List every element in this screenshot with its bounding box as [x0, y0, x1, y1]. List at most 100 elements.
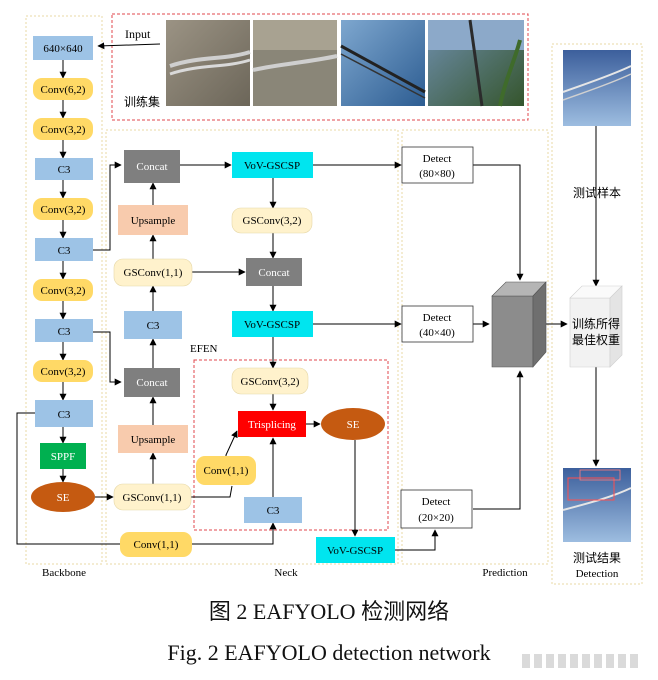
input-label: Input	[125, 27, 151, 41]
best-weights-box	[569, 285, 623, 368]
svg-text:(40×40): (40×40)	[419, 327, 455, 339]
efen-gsconv-3-2: GSConv(3,2)	[231, 367, 309, 395]
neck-conv-1-1-bottom: Conv(1,1)	[120, 532, 192, 557]
caption-english: Fig. 2 EAFYOLO detection network	[167, 640, 491, 665]
svg-text:(20×20): (20×20)	[418, 512, 454, 524]
svg-text:Conv(1,1): Conv(1,1)	[134, 539, 179, 551]
neck-upsample-bottom: Upsample	[118, 425, 188, 453]
svg-text:C3: C3	[58, 164, 71, 176]
neck-gsconv-1-1-bottom: GSConv(1,1)	[113, 483, 192, 511]
svg-text:Trisplicing: Trisplicing	[248, 419, 296, 431]
svg-text:GSConv(3,2): GSConv(3,2)	[241, 376, 300, 388]
svg-text:VoV-GSCSP: VoV-GSCSP	[327, 545, 383, 557]
caption-chinese: 图 2 EAFYOLO 检测网络	[208, 599, 450, 624]
svg-text:VoV-GSCSP: VoV-GSCSP	[244, 319, 300, 331]
test-result-label: 测试结果	[573, 550, 621, 565]
neck-title: Neck	[274, 567, 298, 579]
input-image-1	[166, 20, 251, 106]
detection-title: Detection	[576, 568, 619, 580]
network-diagram: Input 训练集	[16, 13, 643, 585]
svg-text:Conv(3,2): Conv(3,2)	[41, 124, 86, 136]
prediction-cube	[491, 281, 547, 368]
backbone-sppf: SPPF	[40, 443, 86, 469]
svg-text:C3: C3	[58, 245, 71, 257]
efen-trisplicing: Trisplicing	[238, 411, 306, 437]
backbone-title: Backbone	[42, 567, 86, 579]
svg-text:Detect: Detect	[422, 496, 451, 508]
watermark	[522, 654, 642, 668]
svg-text:Conv(3,2): Conv(3,2)	[41, 285, 86, 297]
backbone-c3-c: C3	[35, 319, 93, 342]
svg-text:SPPF: SPPF	[51, 451, 75, 463]
svg-text:C3: C3	[267, 505, 280, 517]
svg-text:GSConv(1,1): GSConv(1,1)	[123, 492, 182, 504]
input-image-2	[252, 20, 338, 106]
neck-vov-gscsp-bottom: VoV-GSCSP	[316, 537, 395, 563]
detect-80: Detect (80×80)	[401, 146, 474, 184]
svg-text:640×640: 640×640	[43, 43, 83, 55]
efen-label: EFEN	[190, 343, 218, 355]
svg-text:Conv(1,1): Conv(1,1)	[204, 465, 249, 477]
neck-concat-middle: Concat	[246, 258, 302, 286]
svg-text:GSConv(3,2): GSConv(3,2)	[243, 215, 302, 227]
svg-text:C3: C3	[58, 326, 71, 338]
svg-text:Conv(6,2): Conv(6,2)	[41, 84, 86, 96]
neck-c3-left: C3	[124, 311, 182, 339]
input-arrow	[97, 42, 161, 50]
backbone-se: SE	[31, 482, 95, 512]
svg-text:Conv(3,2): Conv(3,2)	[41, 204, 86, 216]
neck-concat-top: Concat	[124, 150, 180, 183]
input-size-box: 640×640	[33, 36, 93, 60]
svg-text:Concat: Concat	[136, 377, 167, 389]
svg-text:Conv(3,2): Conv(3,2)	[41, 366, 86, 378]
efen-c3: C3	[244, 497, 302, 523]
backbone-conv-3-2-a: Conv(3,2)	[33, 118, 93, 140]
test-sample-image	[562, 50, 632, 126]
efen-frame	[193, 359, 389, 531]
svg-text:Detect: Detect	[423, 312, 452, 324]
detect-20: Detect (20×20)	[400, 489, 473, 529]
neck-gsconv-3-2-top: GSConv(3,2)	[231, 207, 313, 234]
detect-40: Detect (40×40)	[401, 305, 474, 343]
efen-conv-1-1: Conv(1,1)	[196, 456, 256, 485]
prediction-title: Prediction	[482, 567, 528, 579]
neck-gsconv-1-1-top: GSConv(1,1)	[113, 258, 193, 287]
test-result-image	[562, 468, 632, 542]
svg-text:(80×80): (80×80)	[419, 168, 455, 180]
test-sample-label: 测试样本	[573, 185, 621, 200]
backbone-conv-6-2: Conv(6,2)	[33, 78, 93, 100]
connectors	[16, 60, 600, 551]
training-set-label: 训练集	[124, 94, 160, 109]
input-frame	[111, 13, 529, 121]
svg-text:C3: C3	[147, 320, 160, 332]
best-weights-line-2: 最佳权重	[572, 333, 620, 347]
svg-text:Upsample: Upsample	[131, 215, 176, 227]
neck-upsample-top: Upsample	[118, 205, 188, 235]
input-image-4	[428, 19, 524, 107]
backbone-panel	[25, 15, 103, 565]
backbone-c3-b: C3	[35, 238, 93, 261]
neck-concat-bottom: Concat	[124, 368, 180, 397]
backbone-conv-3-2-d: Conv(3,2)	[33, 360, 93, 382]
detection-panel	[551, 43, 643, 585]
svg-text:VoV-GSCSP: VoV-GSCSP	[244, 160, 300, 172]
backbone-conv-3-2-c: Conv(3,2)	[33, 279, 93, 301]
svg-text:SE: SE	[57, 492, 70, 504]
svg-text:Concat: Concat	[136, 161, 167, 173]
backbone-c3-d: C3	[35, 400, 93, 427]
backbone-conv-3-2-b: Conv(3,2)	[33, 198, 93, 220]
backbone-c3-a: C3	[35, 158, 93, 180]
neck-panel	[105, 129, 399, 565]
best-weights-line-1: 训练所得	[572, 316, 620, 331]
svg-text:Detect: Detect	[423, 153, 452, 165]
svg-text:Concat: Concat	[258, 267, 289, 279]
neck-vov-gscsp-top: VoV-GSCSP	[232, 152, 313, 178]
input-image-3	[340, 20, 426, 106]
svg-text:Upsample: Upsample	[131, 434, 176, 446]
neck-vov-gscsp-middle: VoV-GSCSP	[232, 311, 313, 337]
efen-se: SE	[321, 408, 385, 440]
svg-text:C3: C3	[58, 409, 71, 421]
prediction-panel	[401, 129, 549, 565]
svg-text:SE: SE	[347, 419, 360, 431]
svg-text:GSConv(1,1): GSConv(1,1)	[124, 267, 183, 279]
